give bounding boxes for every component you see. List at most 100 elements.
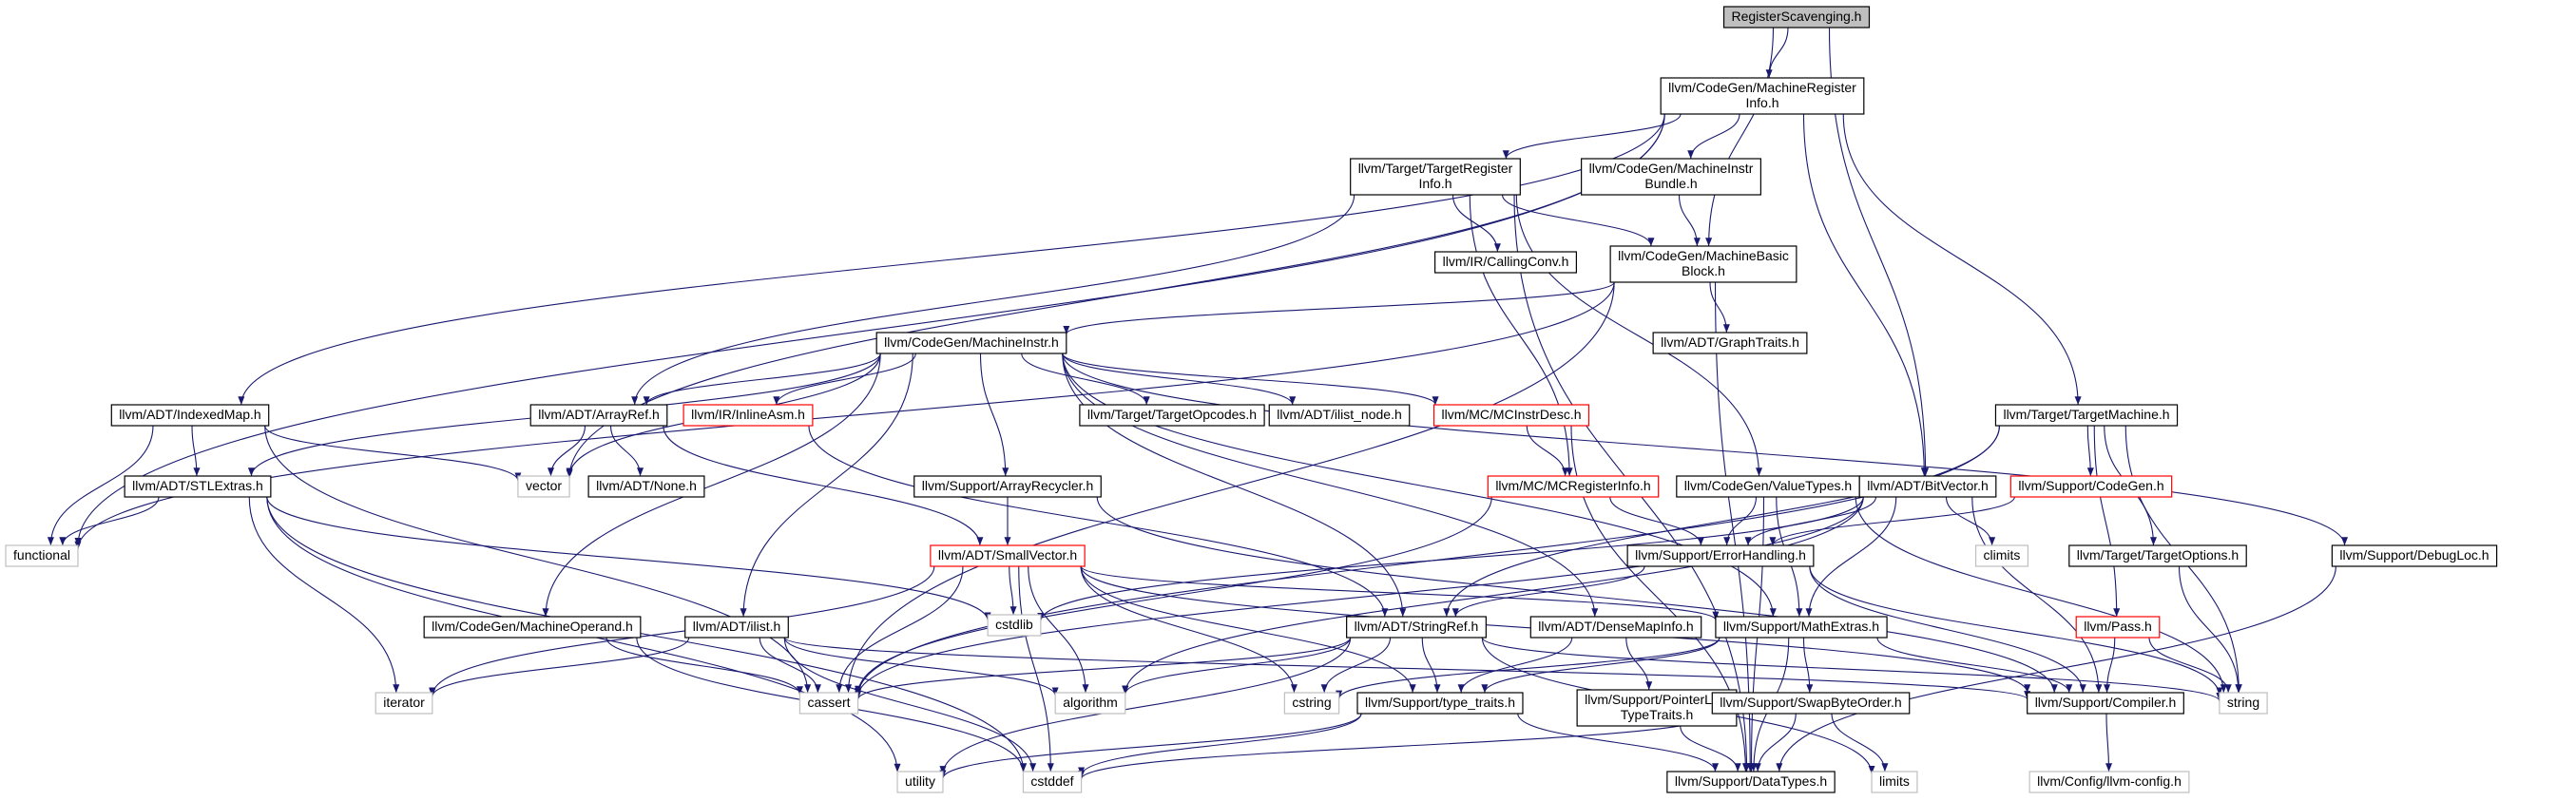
node-gt[interactable]: llvm/ADT/GraphTraits.h [1652, 332, 1808, 354]
node-box [1576, 689, 1738, 727]
node-box [2009, 475, 2173, 498]
node-arc[interactable]: llvm/Support/ArrayRecycler.h [913, 475, 1102, 498]
node-mo[interactable]: llvm/CodeGen/MachineOperand.h [423, 616, 642, 639]
node-box [1434, 251, 1577, 274]
node-label: llvm/CodeGen/ValueTypes.h [1684, 478, 1852, 493]
edge-sv-tt [1080, 565, 1416, 694]
node-comp[interactable]: llvm/Support/Compiler.h [2027, 692, 2184, 715]
node-box [1858, 475, 1997, 498]
node-label: cstdlib [995, 617, 1033, 632]
node-mcid[interactable]: llvm/MC/MCInstrDesc.h [1432, 404, 1590, 427]
edge-comp-cfg [2105, 713, 2113, 772]
node-dmi[interactable]: llvm/ADT/DenseMapInfo.h [1529, 616, 1702, 639]
edge-mib-mbb [1678, 194, 1701, 247]
node-box [5, 544, 79, 567]
node-topt[interactable]: llvm/Target/TargetOptions.h [2068, 544, 2247, 567]
edge-mi-mo [542, 353, 881, 618]
edge-bv-cassert [855, 496, 1864, 697]
edge-ar-none [609, 425, 644, 477]
edge-pass-comp [2104, 637, 2116, 694]
node-cstddef: cstddef [1022, 771, 1083, 793]
node-pass[interactable]: llvm/Pass.h [2075, 616, 2161, 639]
node-box [1350, 158, 1521, 196]
edge-tri-vt [1515, 194, 1763, 477]
node-to[interactable]: llvm/Target/TargetOpcodes.h [1079, 404, 1265, 427]
edge-stl-cstdlib [266, 496, 991, 621]
node-dl[interactable]: llvm/Support/DebugLoc.h [2331, 544, 2498, 567]
edge-mi-il [740, 353, 913, 618]
node-cc[interactable]: llvm/IR/CallingConv.h [1434, 251, 1577, 274]
node-dt[interactable]: llvm/Support/DataTypes.h [1666, 771, 1836, 793]
node-label: llvm/ADT/BitVector.h [1867, 478, 1989, 493]
node-label: TypeTraits.h [1621, 707, 1694, 722]
node-vt[interactable]: llvm/CodeGen/ValueTypes.h [1676, 475, 1860, 498]
node-algo: algorithm [1054, 692, 1126, 715]
edge-mbb-gt [1709, 281, 1730, 334]
node-label: llvm/Pass.h [2084, 619, 2152, 634]
node-eh[interactable]: llvm/Support/ErrorHandling.h [1626, 544, 1815, 567]
node-ia[interactable]: llvm/IR/InlineAsm.h [682, 404, 814, 427]
edge-tm-pass [2093, 425, 2121, 618]
edge-mi-sr [1062, 353, 1407, 618]
node-il[interactable]: llvm/ADT/ilist.h [684, 616, 789, 639]
node-box [1994, 404, 2179, 427]
edge-bv-cstdlib [1037, 496, 1864, 621]
node-box [1652, 332, 1808, 354]
nodes-layer: RegisterScavenging.h llvm/CodeGen/Machine… [5, 6, 2498, 793]
node-label: llvm/ADT/ArrayRef.h [538, 407, 660, 422]
edge-ia-sr [808, 425, 1389, 618]
node-box [875, 332, 1067, 354]
node-label: vector [526, 478, 562, 493]
node-iter: iterator [375, 692, 433, 715]
node-sv[interactable]: llvm/ADT/SmallVector.h [930, 544, 1086, 567]
edge-dmi-plt [1625, 637, 1653, 691]
node-cstdlib: cstdlib [987, 614, 1042, 637]
node-tt[interactable]: llvm/Support/type_traits.h [1356, 692, 1524, 715]
edge-vt-eh [1723, 496, 1758, 546]
edge-il-iter [429, 637, 690, 697]
node-label: llvm/ADT/ilist_node.h [1277, 407, 1402, 422]
edge-sr-algo [1122, 637, 1352, 695]
node-tm[interactable]: llvm/Target/TargetMachine.h [1994, 404, 2179, 427]
edge-im-cassert [264, 425, 812, 694]
node-box [1609, 245, 1797, 283]
edge-tm-scg [2086, 425, 2094, 477]
node-me[interactable]: llvm/Support/MathExtras.h [1715, 616, 1888, 639]
node-sr[interactable]: llvm/ADT/StringRef.h [1346, 616, 1487, 639]
edge-il-cassert [759, 637, 821, 694]
node-mcri[interactable]: llvm/MC/MCRegisterInfo.h [1487, 475, 1660, 498]
node-scg[interactable]: llvm/Support/CodeGen.h [2009, 475, 2173, 498]
node-iln[interactable]: llvm/ADT/ilist_node.h [1268, 404, 1411, 427]
edge-sbo-limits [1831, 713, 1889, 772]
node-sbo[interactable]: llvm/Support/SwapByteOrder.h [1711, 692, 1911, 715]
edge-stl-iter [248, 496, 400, 694]
edge-sr-tt [1421, 637, 1441, 694]
node-label: llvm/Support/CodeGen.h [2018, 478, 2163, 493]
edge-sv-cstddef [1018, 565, 1054, 772]
node-box [1268, 404, 1411, 427]
node-none[interactable]: llvm/ADT/None.h [587, 475, 705, 498]
node-stl[interactable]: llvm/ADT/STLExtras.h [124, 475, 272, 498]
edge-im-vec [264, 425, 522, 482]
node-ar[interactable]: llvm/ADT/ArrayRef.h [529, 404, 668, 427]
node-mi[interactable]: llvm/CodeGen/MachineInstr.h [875, 332, 1067, 354]
edge-il-cstddef [783, 637, 1037, 772]
edge-pass-string [2148, 637, 2232, 694]
node-box [375, 692, 433, 715]
node-label: llvm/Target/TargetMachine.h [2003, 407, 2169, 422]
node-string: string [2219, 692, 2268, 715]
node-label: cstddef [1030, 773, 1073, 789]
edge-topt-string [2178, 565, 2242, 694]
edge-mcri-cassert [855, 496, 1492, 695]
edge-sv-iter [429, 565, 935, 696]
node-bv[interactable]: llvm/ADT/BitVector.h [1858, 475, 1997, 498]
node-im[interactable]: llvm/ADT/IndexedMap.h [110, 404, 270, 427]
node-label: llvm/ADT/IndexedMap.h [119, 407, 260, 422]
edge-mi-ia [773, 353, 916, 406]
node-root[interactable]: RegisterScavenging.h [1722, 6, 1871, 29]
